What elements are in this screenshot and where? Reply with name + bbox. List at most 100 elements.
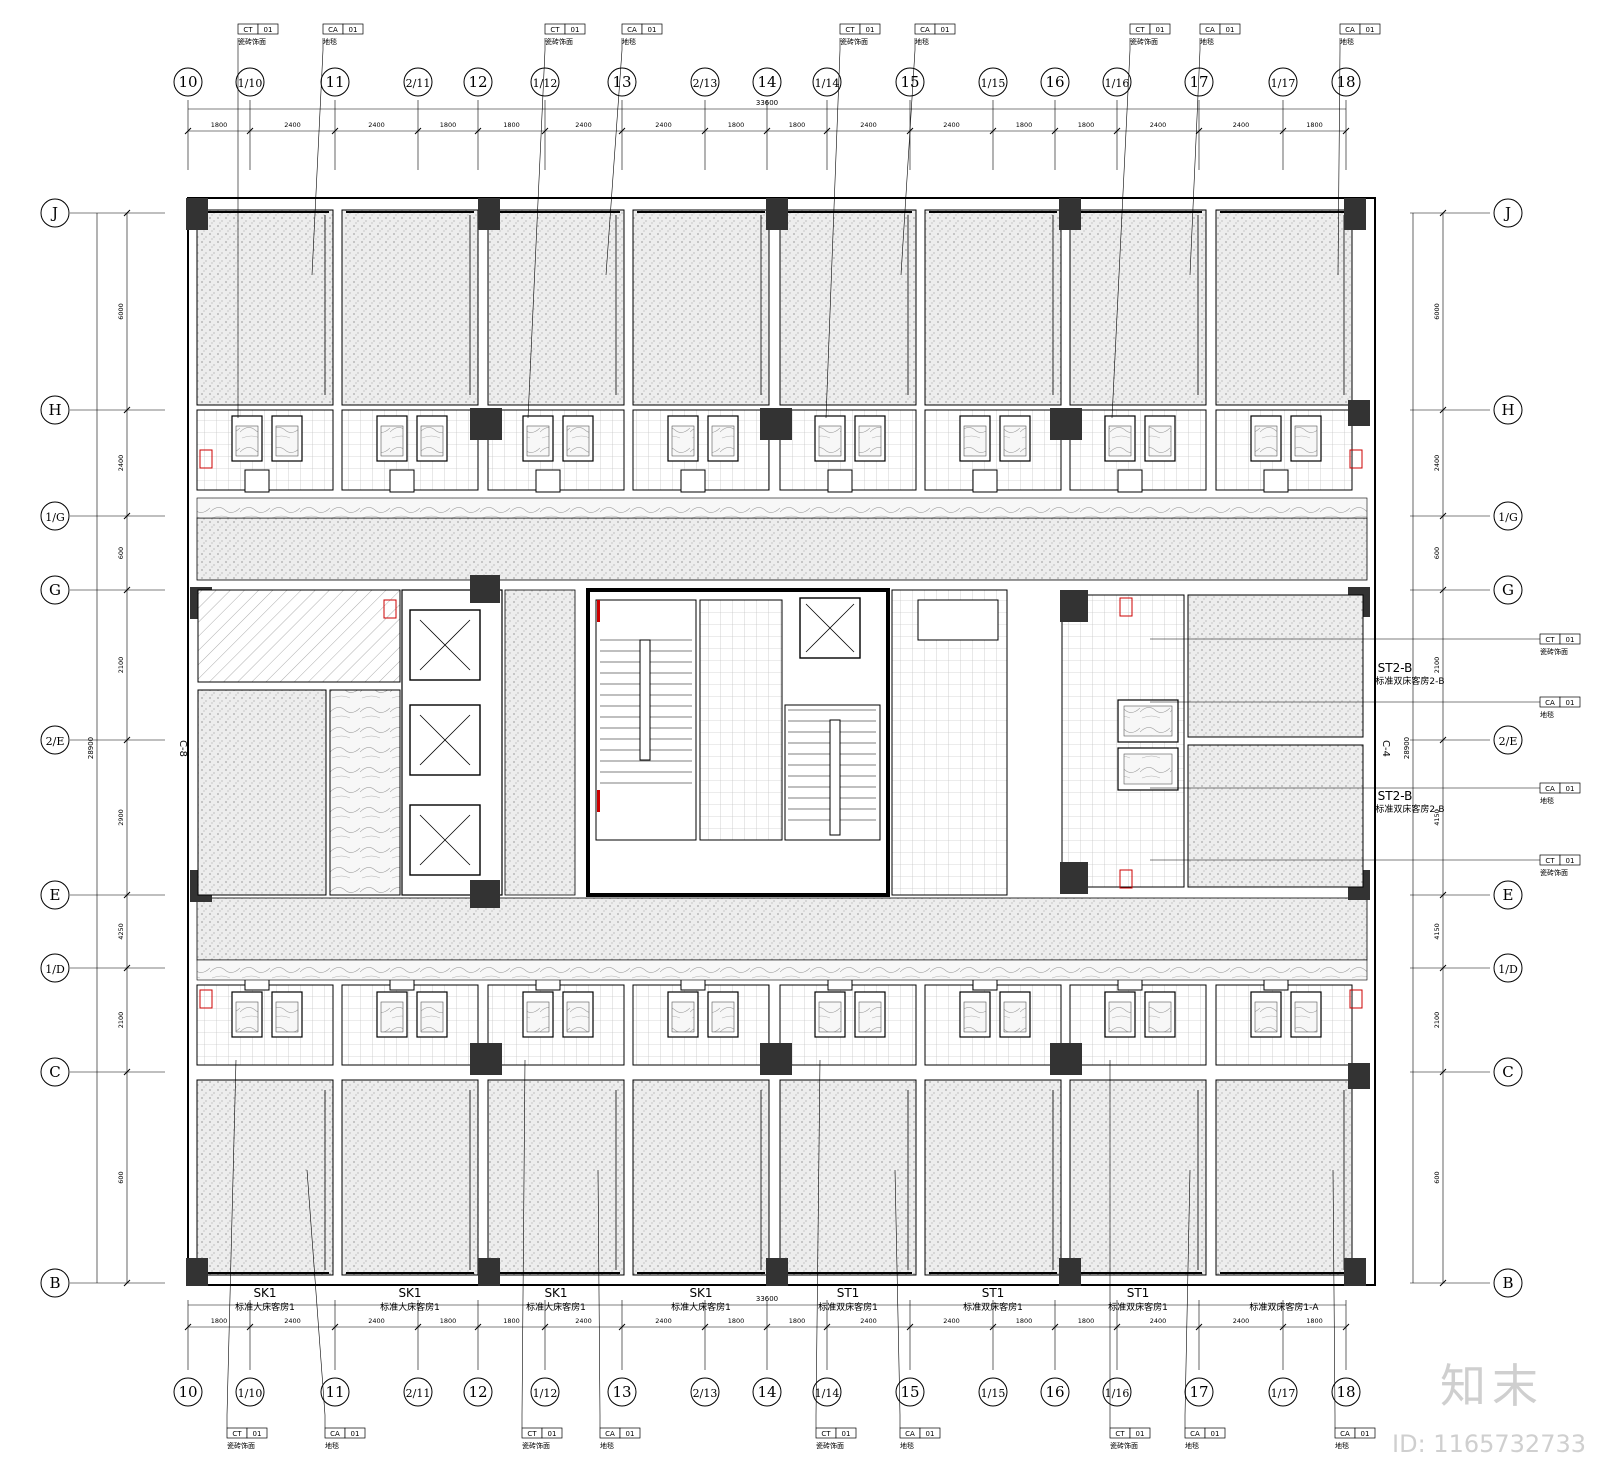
finish-tag-ct-desc: 瓷砖饰面 [522, 1441, 550, 1450]
structural-column [766, 198, 788, 230]
grid-bubble [1268, 1377, 1298, 1407]
elevator-cross [419, 714, 471, 766]
finish-tag-ca-num: 01 [626, 1430, 635, 1438]
finish-tag-ct-num-box [859, 23, 881, 35]
right-dim-value: 4150 [1433, 809, 1441, 826]
grid-bubble-label: 1/12 [533, 77, 558, 90]
watermark-brand: 知末 [1440, 1359, 1544, 1413]
finish-tag-ct-desc: 瓷砖饰面 [238, 37, 266, 46]
dim-tick [1113, 127, 1121, 135]
vanity [1117, 469, 1143, 493]
finish-tag-ca-code: CA [1545, 785, 1555, 793]
finish-tag-ct-desc: 瓷砖饰面 [816, 1441, 844, 1450]
finish-tag-ca-code: CA [905, 1430, 915, 1438]
grid-bubble [320, 67, 350, 97]
grid-bubble-label: 12 [468, 73, 487, 91]
grid-bubble [1493, 880, 1523, 910]
dim-tick [1279, 127, 1287, 135]
guest-room-bedroom [632, 1079, 770, 1276]
finish-tag-ct-num: 01 [571, 26, 580, 34]
bottom-dim-value: 1800 [1306, 1317, 1323, 1325]
fire-hydrant-marker [597, 790, 600, 812]
guest-room-bedroom [341, 209, 479, 406]
finish-tag-ct-num: 01 [866, 26, 875, 34]
finish-tag-ca-desc: 地毯 [1540, 796, 1554, 805]
finish-tag-leader [900, 38, 916, 276]
grid-bubble [1268, 67, 1298, 97]
grid-bubble-label: 1/D [45, 963, 65, 976]
top-dim-value: 2400 [1150, 121, 1167, 129]
finish-tag-ca-code: CA [1190, 1430, 1200, 1438]
grid-bubble [812, 67, 842, 97]
grid-bubble [1040, 1377, 1070, 1407]
finish-tag-ca-num: 01 [1211, 1430, 1220, 1438]
finish-tag-ca-num: 01 [648, 26, 657, 34]
structural-column [470, 880, 500, 908]
dim-tick [1279, 1323, 1287, 1331]
grid-bubble [235, 67, 265, 97]
dim-tick [123, 209, 131, 217]
finish-tag-ca-desc: 地毯 [1185, 1441, 1199, 1450]
dim-tick [1439, 406, 1447, 414]
shower-tray [526, 425, 550, 457]
grid-bubble [1493, 395, 1523, 425]
grid-bubble [1493, 575, 1523, 605]
left-dim-value: 4250 [117, 923, 125, 940]
finish-tag-ca-code: CA [1205, 26, 1215, 34]
structural-column [186, 198, 208, 230]
bottom-dim-value: 2400 [655, 1317, 672, 1325]
grid-bubble-label: 1/16 [1105, 1387, 1130, 1400]
room-code: ST1 [982, 1286, 1005, 1300]
grid-bubble-label: J [50, 204, 58, 222]
shower-tray [1123, 705, 1173, 737]
grid-bubble-label: 1/10 [238, 1387, 263, 1400]
right-dim-value: 4150 [1433, 923, 1441, 940]
grid-bubble-label: 1/16 [1105, 77, 1130, 90]
grid-bubble-label: 11 [325, 1383, 344, 1401]
finish-tag-ca-num-box [1359, 23, 1381, 35]
finish-tag-ct-num-box [1559, 854, 1581, 866]
grid-bubble [607, 67, 637, 97]
structural-column [186, 1258, 208, 1286]
room-name: 标准大床客房1 [671, 1301, 731, 1313]
finish-tag-ct-num-box [1559, 633, 1581, 645]
dim-tick [1342, 127, 1350, 135]
shower-tray [1294, 1001, 1318, 1033]
corridor-south [196, 897, 1368, 961]
room-name: 标准双床客房1-A [1249, 1301, 1319, 1313]
bathroom-zone [341, 409, 479, 491]
finish-tag-ca-num-box [934, 23, 956, 35]
dim-tick [331, 1323, 339, 1331]
grid-bubble [463, 1377, 493, 1407]
bottom-dim-value: 1800 [1016, 1317, 1033, 1325]
room-name: 标准双床客房2-B [1375, 675, 1444, 687]
grid-bubble-label: 1/17 [1271, 1387, 1296, 1400]
grid-bubble-label: 1/10 [238, 77, 263, 90]
dim-tick [184, 1323, 192, 1331]
finish-tag-ct-desc: 瓷砖饰面 [227, 1441, 255, 1450]
bottom-dim-value: 2400 [860, 1317, 877, 1325]
top-dim-value: 2400 [284, 121, 301, 129]
fire-extinguisher [1119, 869, 1133, 889]
grid-bubble [403, 1377, 433, 1407]
structural-column [1059, 1258, 1081, 1286]
grid-bubble-label: G [1502, 581, 1514, 599]
shower-tray [380, 1001, 404, 1033]
finish-tag-leader [825, 38, 841, 419]
grid-bubble [40, 880, 70, 910]
finish-tag-ct-code: CT [1135, 26, 1145, 34]
grid-bubble [173, 67, 203, 97]
dim-tick [989, 1323, 997, 1331]
room-name: 标准双床客房2-B [1375, 803, 1444, 815]
dim-tick [823, 127, 831, 135]
finish-tag-ct-num: 01 [1136, 1430, 1145, 1438]
bathroom-zone [341, 984, 479, 1066]
grid-bubble-label: H [1501, 401, 1514, 419]
grid-bubble-label: 10 [178, 1383, 197, 1401]
guest-room-bedroom [487, 1079, 625, 1276]
finish-tag-ca-num: 01 [1366, 26, 1375, 34]
grid-bubble-label: B [1502, 1274, 1513, 1292]
finish-tag-ca-desc: 地毯 [1200, 37, 1214, 46]
top-dim-value: 1800 [789, 121, 806, 129]
right-dim-value: 2400 [1431, 0, 1448, 2]
